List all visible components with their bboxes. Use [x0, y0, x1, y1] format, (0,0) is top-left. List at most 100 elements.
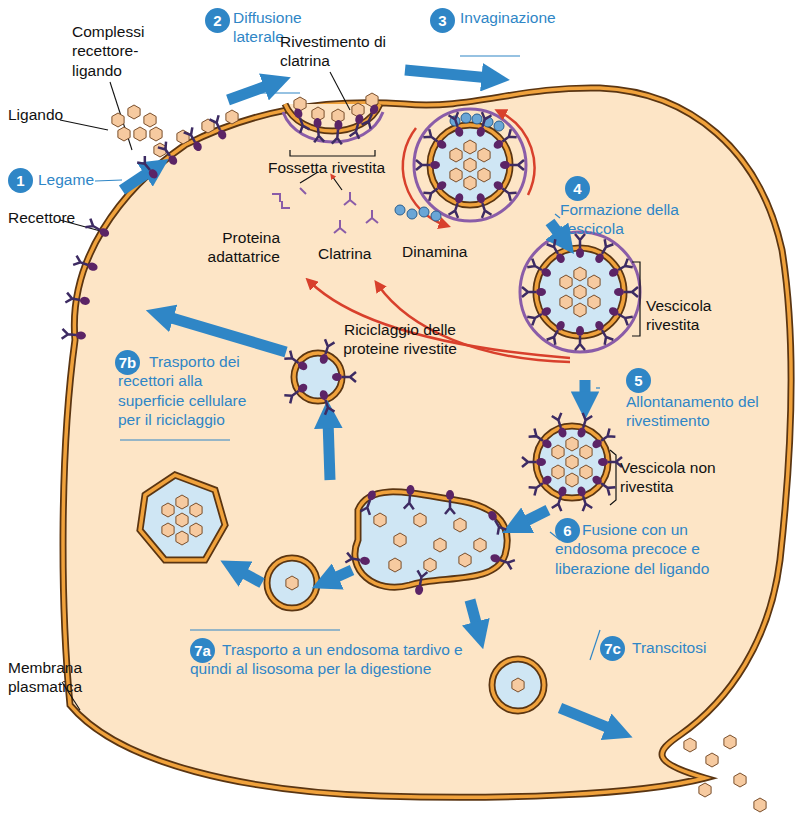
ligand: [478, 168, 490, 182]
receptor: [423, 129, 448, 151]
ligand: [294, 97, 306, 111]
ligand: [450, 168, 462, 182]
ligand: [574, 267, 586, 281]
ligand: [434, 538, 446, 552]
ligand: [459, 553, 471, 567]
step-label: Trasporto dei recettori alla superficie …: [118, 352, 258, 430]
cell-membrane: [63, 88, 791, 797]
step-label: Trasporto a un endosoma tardivo e quindi…: [190, 640, 465, 679]
callout-text: 7b: [119, 354, 137, 371]
receptor: [312, 118, 324, 143]
callout-text: 1: [16, 172, 24, 189]
ligand: [414, 513, 426, 527]
receptor: [318, 389, 335, 415]
receptor: [552, 485, 569, 511]
part-label: Recettore: [8, 208, 98, 227]
receptor: [475, 192, 492, 218]
ligand: [389, 558, 401, 572]
callout-number: 7c: [600, 636, 625, 661]
ligand: [118, 127, 130, 141]
ligand: [566, 473, 578, 487]
receptor: [65, 293, 90, 307]
ligand: [366, 93, 378, 107]
receptor: [529, 473, 554, 495]
ligand: [560, 275, 572, 289]
ligand: [112, 113, 124, 127]
ligand: [190, 523, 202, 537]
receptor: [292, 107, 310, 133]
ligand: [588, 275, 600, 289]
receptor: [607, 259, 633, 280]
receptor: [210, 115, 229, 141]
ligand: [684, 738, 696, 752]
receptor: [332, 120, 344, 145]
part-label: Membrana plasmatica: [8, 658, 108, 697]
ligand: [552, 465, 564, 479]
ligand: [176, 513, 188, 527]
dynamin-dots: [395, 113, 504, 221]
receptor: [404, 485, 416, 510]
receptor: [284, 381, 309, 403]
receptor: [318, 339, 335, 365]
receptor: [527, 259, 553, 280]
ligand: [176, 495, 188, 509]
receptor: [350, 113, 366, 139]
receptor: [284, 351, 309, 373]
ligand: [566, 455, 578, 469]
receptor: [529, 429, 554, 451]
receptor: [62, 329, 87, 341]
receptor: [522, 287, 546, 297]
receptor: [449, 192, 466, 218]
step-label: Invaginazione: [460, 8, 590, 27]
receptor: [527, 305, 553, 326]
step-label: Legame: [38, 170, 128, 189]
receptor: [413, 570, 427, 595]
ligand: [177, 130, 189, 144]
ligand: [464, 176, 476, 190]
receptor: [491, 179, 516, 201]
callout-number: 3: [430, 8, 455, 33]
receptor: [85, 219, 111, 240]
receptor: [73, 256, 99, 274]
ligand: [560, 295, 572, 309]
ligand: [162, 523, 174, 537]
callout-number: 7a: [190, 638, 215, 663]
receptor: [449, 112, 466, 138]
receptor: [491, 129, 516, 151]
ligand: [580, 445, 592, 459]
callout-number: 2: [205, 8, 230, 33]
receptor: [575, 485, 592, 511]
callout-text: 7c: [604, 640, 621, 657]
receptor: [345, 553, 370, 567]
ligand: [699, 783, 711, 797]
part-label: Complessi recettore-ligando: [72, 22, 167, 80]
callout-text: 4: [573, 180, 581, 197]
receptor: [361, 489, 379, 515]
ligand: [464, 140, 476, 154]
ligand: [724, 735, 736, 749]
receptor: [607, 305, 633, 326]
ligand: [734, 773, 746, 787]
ligand: [134, 127, 146, 141]
receptor: [423, 179, 448, 201]
receptor: [332, 372, 356, 382]
callout-text: 5: [634, 372, 642, 389]
ligand: [464, 158, 476, 172]
callout-text: 6: [563, 522, 571, 539]
ligand: [454, 518, 466, 532]
part-label: Dinamina: [402, 242, 492, 261]
receptor: [445, 490, 455, 514]
receptor: [552, 413, 569, 439]
ligand: [552, 445, 564, 459]
part-label: Clatrina: [318, 244, 398, 263]
step-label: Transcitosi: [632, 638, 742, 657]
receptor: [547, 319, 568, 345]
part-label: Proteina adattatrice: [188, 228, 280, 267]
callout-number: 6: [555, 518, 580, 543]
ligand: [150, 127, 162, 141]
ligand: [190, 503, 202, 517]
ligand: [374, 513, 386, 527]
callout-text: 7a: [194, 642, 211, 659]
ligand: [512, 678, 524, 692]
receptor: [598, 457, 622, 467]
